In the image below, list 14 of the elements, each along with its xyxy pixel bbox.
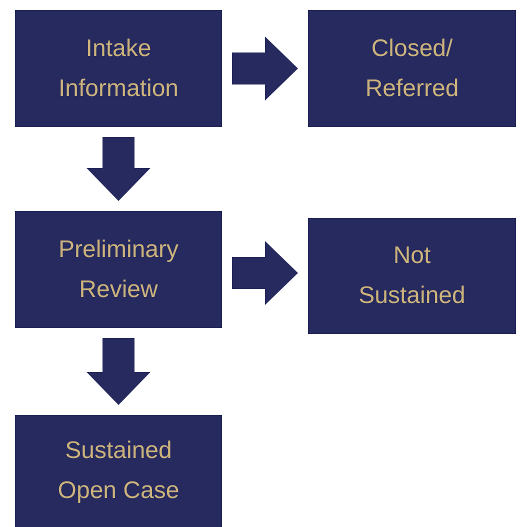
- box-label: Preliminary Review: [57, 234, 180, 304]
- box-label: Closed/ Referred: [364, 34, 460, 104]
- block-arrow: [86, 137, 150, 201]
- block-arrow: [232, 241, 298, 305]
- process-box: [15, 211, 222, 328]
- box-label: Intake Information: [57, 34, 180, 104]
- process-box: [15, 10, 222, 127]
- process-box: [15, 415, 222, 527]
- process-box: [308, 10, 516, 127]
- block-arrow: [232, 36, 298, 100]
- block-arrow: [86, 338, 150, 405]
- box-label: Not Sustained: [358, 241, 466, 311]
- box-label: Sustained Open Case: [56, 436, 180, 506]
- process-box: [308, 218, 516, 334]
